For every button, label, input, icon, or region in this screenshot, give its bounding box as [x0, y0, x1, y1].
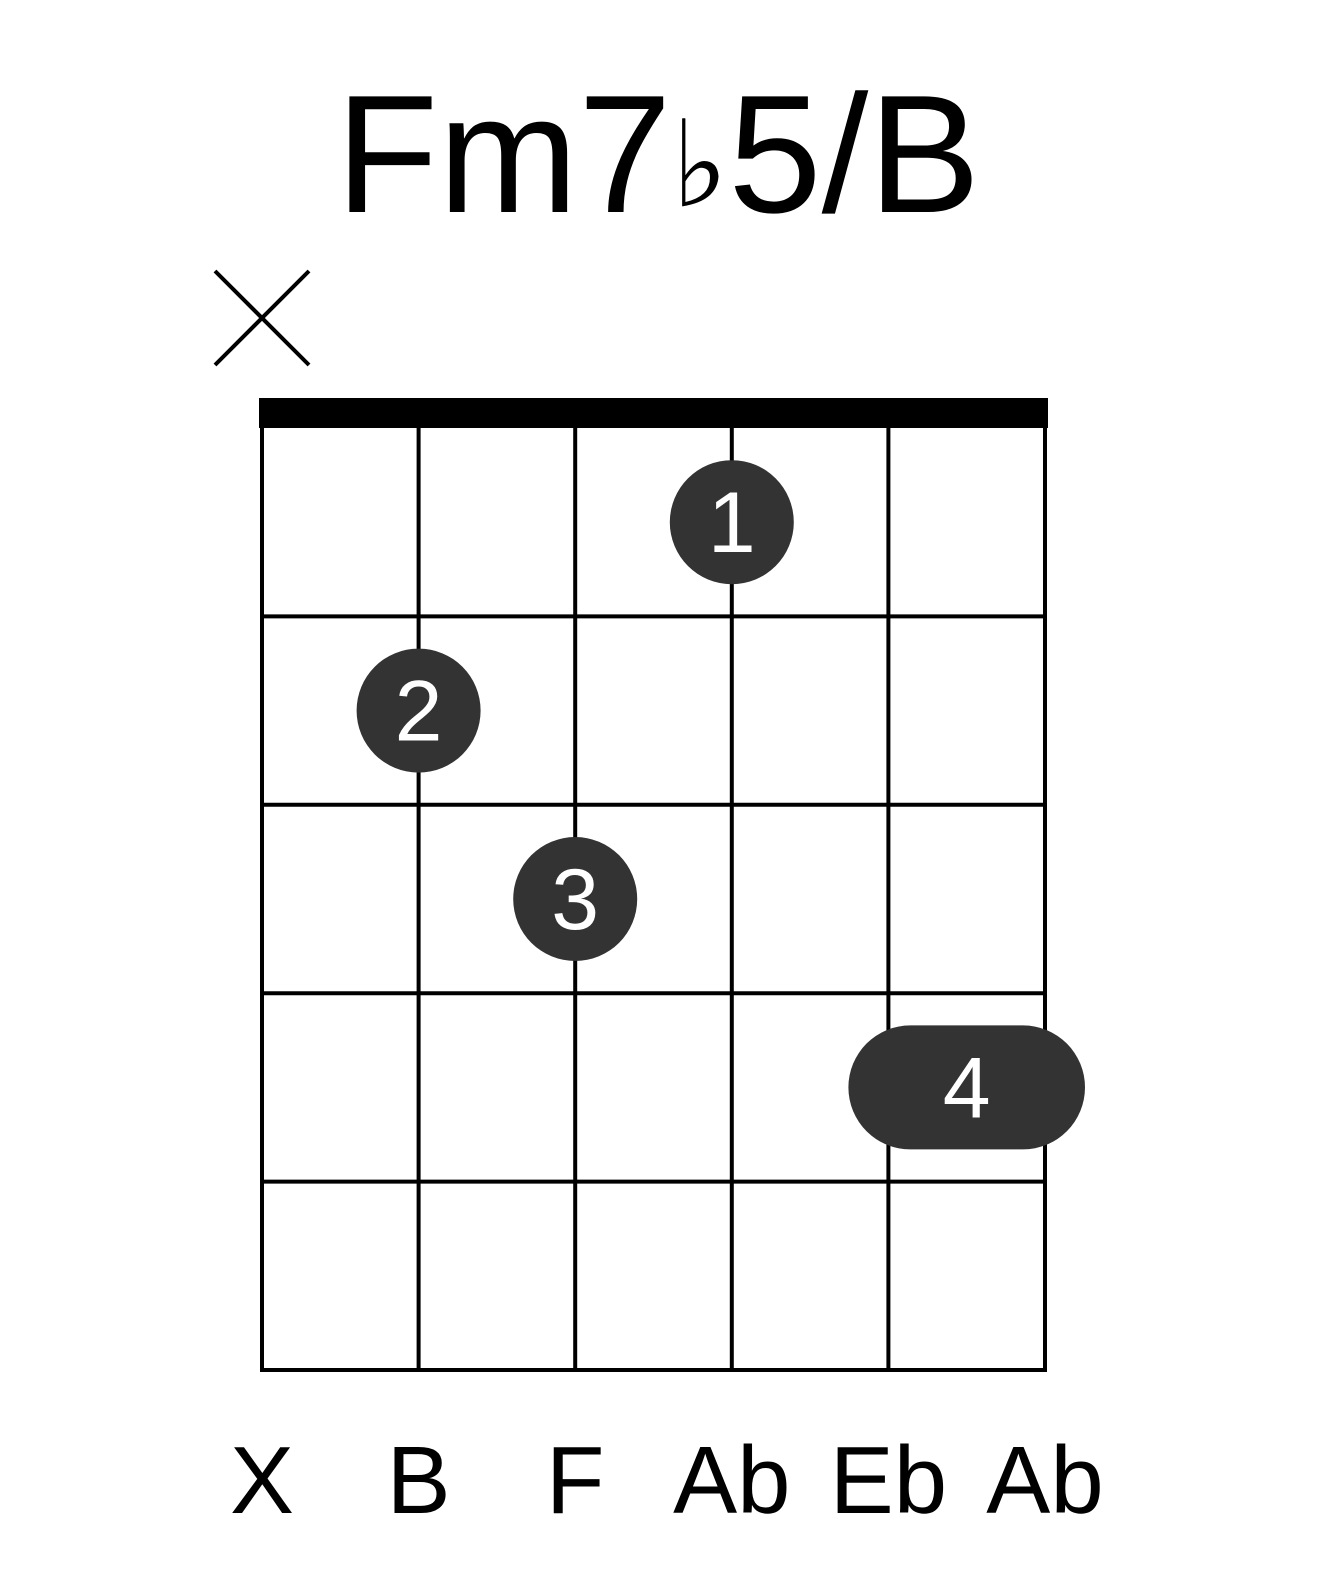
finger-dots: 1 2 3 4 [356, 460, 1085, 1150]
string-label: Eb [830, 1427, 947, 1534]
string-label: B [387, 1427, 451, 1534]
finger-dot [513, 837, 638, 961]
muted-string-icon [213, 269, 311, 367]
chord-title-root: Fm7 [336, 60, 672, 248]
finger-label: 4 [943, 1040, 991, 1136]
string-label: X [230, 1427, 294, 1534]
finger-dot [356, 648, 481, 773]
finger-label: 2 [395, 664, 443, 760]
finger-dot [669, 460, 794, 585]
nut [259, 398, 1048, 428]
string-label: Ab [673, 1427, 790, 1534]
finger-barre [848, 1025, 1085, 1150]
string-label: Ab [986, 1427, 1103, 1534]
chord-title-rest: 5/B [728, 60, 980, 248]
chord-title: Fm7♭5/B [336, 60, 981, 248]
finger-label: 3 [551, 852, 599, 948]
fretboard [259, 398, 1048, 1372]
string-label: F [546, 1427, 605, 1534]
muted-markers [213, 269, 311, 367]
chord-title-flat: ♭ [672, 96, 729, 235]
finger-label: 1 [708, 475, 756, 571]
